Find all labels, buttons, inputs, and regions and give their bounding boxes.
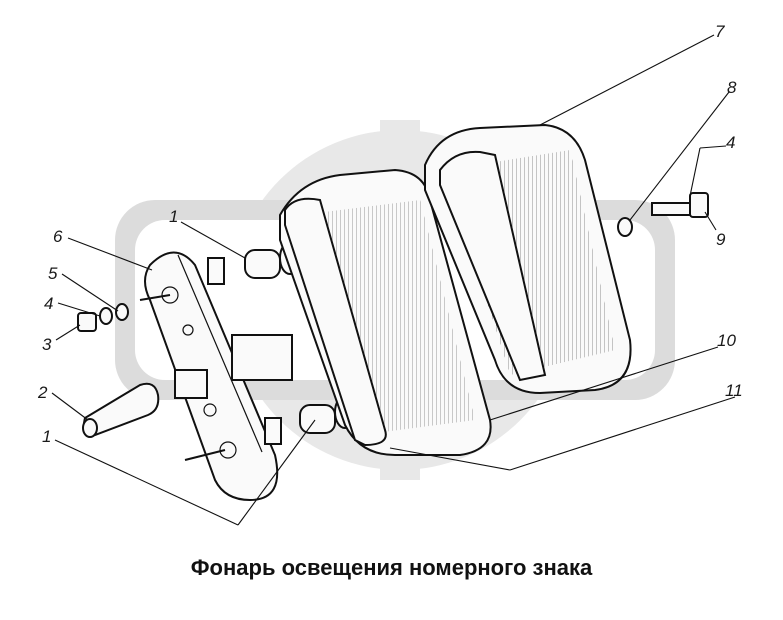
callout-labels: 1 1 2 3 4 5 6 7 8 4 9 10 11 xyxy=(37,22,743,446)
housing xyxy=(279,168,492,456)
rubber-grommet xyxy=(82,369,208,438)
lens-cover xyxy=(424,123,632,395)
callout-label: 7 xyxy=(715,22,725,41)
callout-label: 8 xyxy=(727,78,737,97)
diagram-caption: Фонарь освещения номерного знака xyxy=(190,555,593,580)
callout-label: 2 xyxy=(37,383,48,402)
nut-washers xyxy=(77,303,129,332)
callout-label: 1 xyxy=(169,207,178,226)
base-plate xyxy=(139,251,293,502)
exploded-diagram: 1 1 2 3 4 5 6 7 8 4 9 10 11 xyxy=(37,22,743,526)
leader-lines xyxy=(51,34,736,526)
callout-label: 1 xyxy=(42,427,51,446)
callout-label: 10 xyxy=(717,331,736,350)
callout-label: 6 xyxy=(53,227,63,246)
callout-label: 4 xyxy=(44,294,53,313)
callout-label: 3 xyxy=(42,335,52,354)
callout-label: 4 xyxy=(726,133,735,152)
callout-label: 5 xyxy=(48,264,58,283)
callout-label: 9 xyxy=(716,230,726,249)
callout-label: 11 xyxy=(725,381,743,400)
screw-assembly xyxy=(617,192,709,237)
